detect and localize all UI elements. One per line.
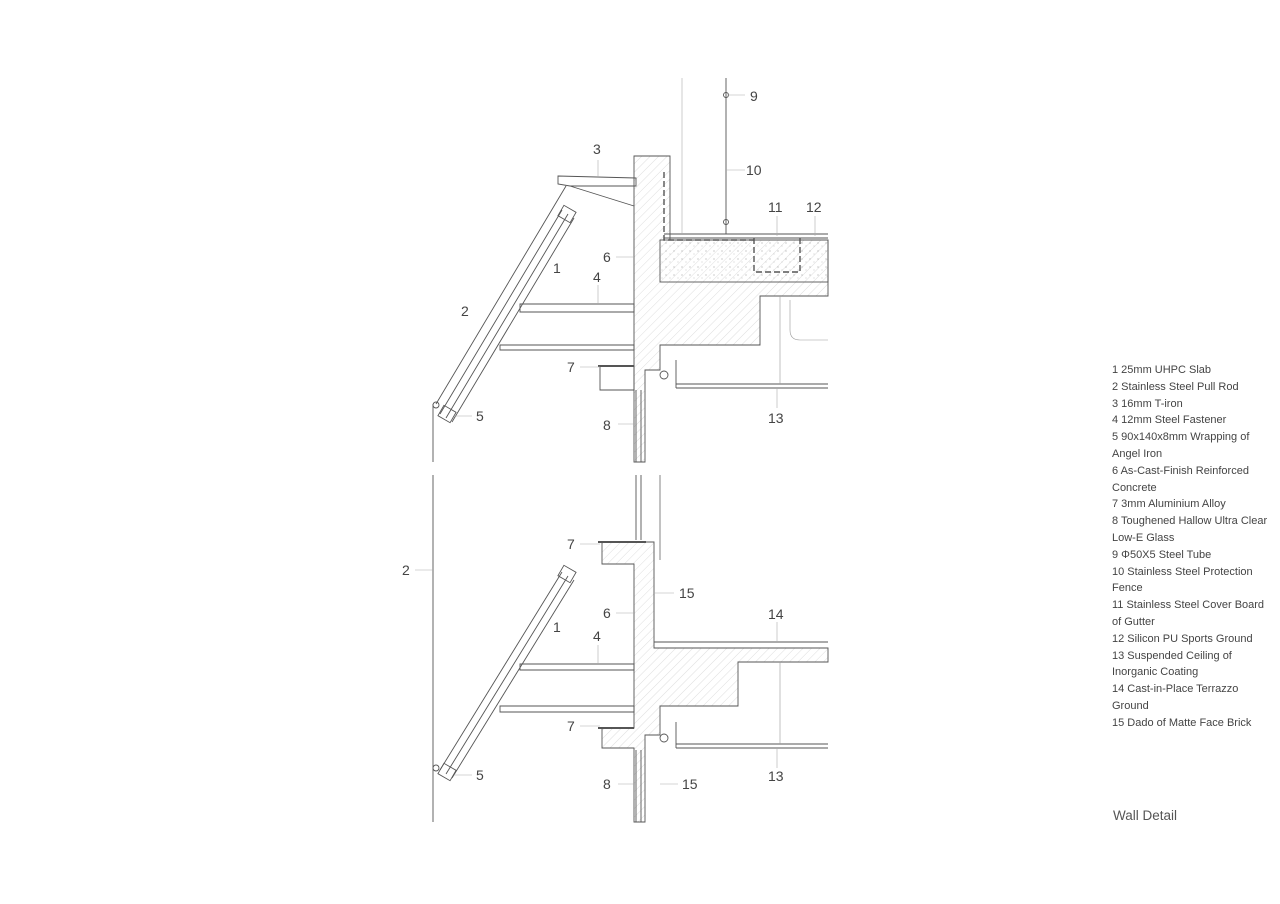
steel-fastener-lower xyxy=(519,663,635,671)
upper-concrete-body xyxy=(633,155,829,463)
steel-fastener-upper xyxy=(519,303,635,313)
callout-6: 6 xyxy=(603,249,611,265)
callout-12: 12 xyxy=(806,199,822,215)
legend-item: 2 Stainless Steel Pull Rod xyxy=(1112,380,1239,393)
aluminium-flashing-upper xyxy=(599,365,635,391)
gutter xyxy=(753,238,801,273)
callout-7: 7 xyxy=(567,536,575,552)
legend-item: 9 Φ50X5 Steel Tube xyxy=(1112,548,1212,561)
callout-14: 14 xyxy=(768,606,784,622)
uhpc-slab-lower xyxy=(437,564,577,782)
legend-item: 3 16mm T-iron xyxy=(1112,397,1183,410)
callout-3: 3 xyxy=(593,141,601,157)
callout-1: 1 xyxy=(553,619,561,635)
callout-4: 4 xyxy=(593,269,601,285)
diagram-title: Wall Detail xyxy=(1113,808,1178,823)
callout-13: 13 xyxy=(768,768,784,784)
legend: 1 25mm UHPC Slab 2 Stainless Steel Pull … xyxy=(1112,362,1272,732)
callout-1: 1 xyxy=(553,260,561,276)
legend-item: 12 Silicon PU Sports Ground xyxy=(1112,632,1253,645)
callout-5: 5 xyxy=(476,767,484,783)
t-iron xyxy=(557,175,637,187)
callout-2: 2 xyxy=(402,562,410,578)
upper-section xyxy=(432,78,829,463)
callout-15: 15 xyxy=(679,585,695,601)
legend-item: 5 90x140x8mm Wrapping of Angel Iron xyxy=(1112,431,1250,460)
pull-rod-upper xyxy=(435,185,567,405)
callout-15: 15 xyxy=(682,776,698,792)
legend-item: 11 Stainless Steel Cover Board of Gutter xyxy=(1112,599,1265,628)
callout-9: 9 xyxy=(750,88,758,104)
lower-section xyxy=(432,475,829,823)
callout-5: 5 xyxy=(476,408,484,424)
callout-4: 4 xyxy=(593,628,601,644)
callout-8: 8 xyxy=(603,776,611,792)
uhpc-slab-upper xyxy=(437,204,577,424)
upper-slab-topping xyxy=(659,239,829,283)
lower-callouts: 7 2 6 15 1 4 14 7 5 8 15 13 xyxy=(402,536,784,792)
legend-item: 1 25mm UHPC Slab xyxy=(1112,364,1212,376)
legend-item: 4 12mm Steel Fastener xyxy=(1112,414,1227,427)
callout-10: 10 xyxy=(746,162,762,178)
callout-2: 2 xyxy=(461,303,469,319)
callout-13: 13 xyxy=(768,410,784,426)
upper-callouts: 9 10 3 11 12 6 1 4 2 7 5 8 13 xyxy=(461,88,822,433)
legend-item: 14 Cast-in-Place Terrazzo Ground xyxy=(1112,683,1239,712)
callout-11: 11 xyxy=(768,199,783,215)
legend-item: 13 Suspended Ceiling of Inorganic Coatin… xyxy=(1112,649,1232,679)
legend-item: 8 Toughened Hallow Ultra Clear Low-E Gla… xyxy=(1112,515,1268,544)
legend-item: 7 3mm Aluminium Alloy xyxy=(1112,498,1226,511)
legend-item: 15 Dado of Matte Face Brick xyxy=(1112,716,1252,729)
legend-item: 10 Stainless Steel Protection Fence xyxy=(1112,565,1253,595)
callout-7: 7 xyxy=(567,718,575,734)
leader-lines xyxy=(415,94,816,785)
callout-7: 7 xyxy=(567,359,575,375)
callout-8: 8 xyxy=(603,417,611,433)
legend-item: 6 As-Cast-Finish Reinforced Concrete xyxy=(1112,464,1249,494)
callout-6: 6 xyxy=(603,605,611,621)
